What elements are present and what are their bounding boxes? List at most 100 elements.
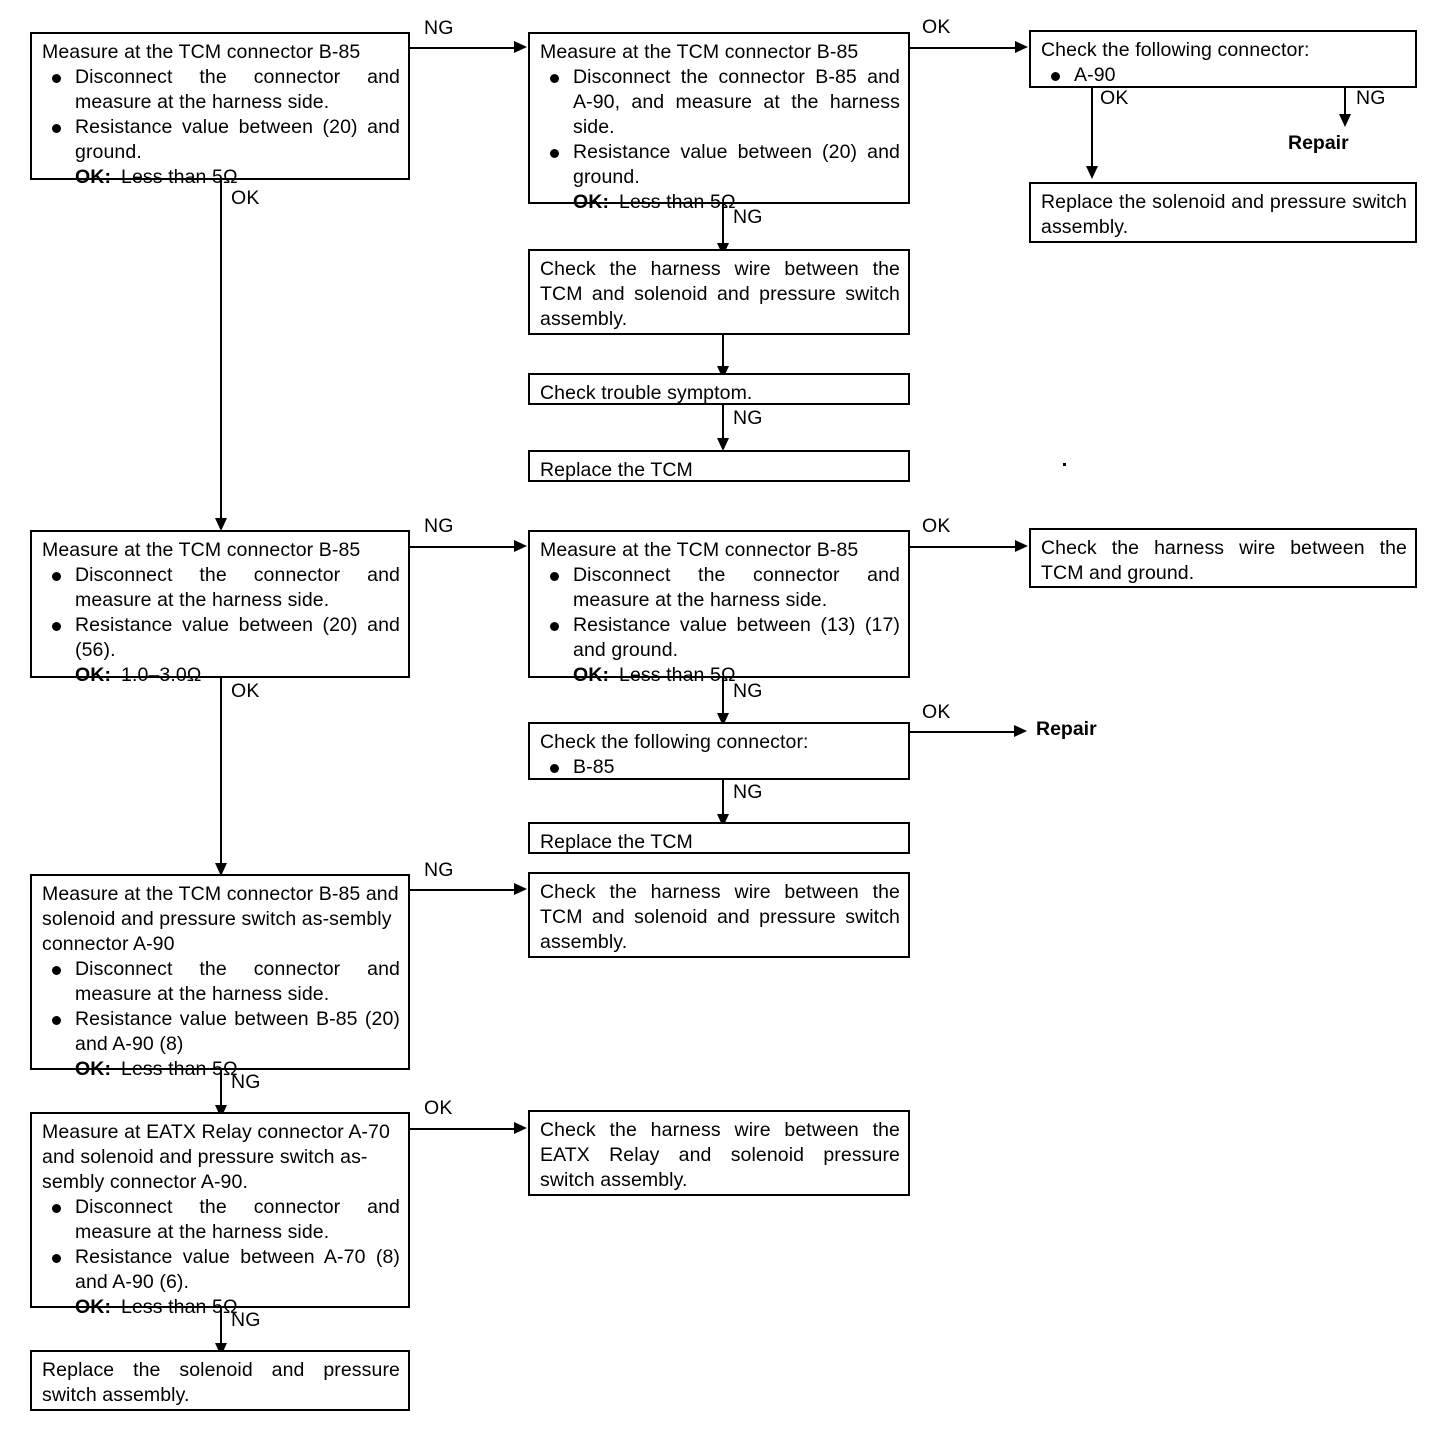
list-item: Disconnect the connector and measure at … [42, 957, 400, 1007]
connector-b13-b15 [220, 1070, 222, 1108]
action-box-check-harness-eatx-solenoid: Check the harness wire between the EATX … [528, 1110, 910, 1196]
bullet-list: Disconnect the connector B-85 and A-90, … [540, 65, 900, 190]
arrow-head [215, 863, 227, 876]
result-box-replace-tcm-2: Replace the TCM [528, 822, 910, 854]
edge-label-ok: OK [231, 187, 260, 209]
connector-b8-b13 [220, 678, 222, 866]
edge-label-ng: NG [424, 17, 454, 39]
box-text: Replace the solenoid and pressure switch… [1041, 191, 1407, 238]
step-box-measure-tcm-b85-4: Measure at the TCM connector B-85 Discon… [528, 530, 910, 686]
edge-label-ok: OK [1100, 87, 1129, 109]
ok-label: OK: [75, 664, 112, 686]
bullet-list: Disconnect the connector and measure at … [42, 563, 400, 663]
list-item: Disconnect the connector B-85 and A-90, … [540, 65, 900, 140]
connector-b1-b2 [410, 47, 515, 49]
step-box-measure-eatx-a70-a90: Measure at EATX Relay connector A-70 and… [30, 1112, 410, 1318]
list-item: Disconnect the connector and measure at … [540, 563, 900, 613]
ok-label: OK: [573, 191, 610, 213]
ok-value: Less than 5Ω [121, 1296, 238, 1318]
list-item: Resistance value between (20) and ground… [540, 140, 900, 190]
connector-b3-repair [1344, 88, 1346, 116]
bullet-list: A-90 [1041, 63, 1407, 88]
connector-b9-b10 [910, 546, 1016, 548]
step-box-measure-tcm-b85-2: Measure at the TCM connector B-85 Discon… [528, 32, 910, 213]
ok-value: Less than 5Ω [619, 664, 736, 686]
list-item: Resistance value between (20) and ground… [42, 115, 400, 165]
arrow-head [1015, 41, 1028, 53]
box-text: Replace the TCM [540, 831, 693, 853]
step-box-check-connector-a90: Check the following connector: A-90 [1029, 30, 1417, 88]
step-box-measure-tcm-b85-3: Measure at the TCM connector B-85 Discon… [30, 530, 410, 686]
box-title: Check the following connector: [1041, 39, 1310, 61]
edge-label-ng: NG [424, 859, 454, 881]
ok-label: OK: [75, 166, 112, 188]
action-box-check-harness-tcm-solenoid-1: Check the harness wire between the TCM a… [528, 249, 910, 335]
result-box-replace-tcm-1: Replace the TCM [528, 450, 910, 482]
ok-criteria: OK: 1.0–3.0Ω [42, 663, 400, 688]
box-text: Check the harness wire between the TCM a… [540, 258, 900, 330]
arrow-head [514, 540, 527, 552]
list-item: Disconnect the connector and measure at … [42, 563, 400, 613]
box-title: Measure at the TCM connector B-85 [42, 539, 361, 561]
connector-b6-b7 [722, 405, 724, 441]
terminal-repair: Repair [1036, 718, 1097, 740]
edge-label-ok: NG [231, 1071, 261, 1093]
list-item: Disconnect the connector and measure at … [42, 1195, 400, 1245]
ok-criteria: OK: Less than 5Ω [540, 663, 900, 688]
list-item: Disconnect the connector and measure at … [42, 65, 400, 115]
terminal-repair: Repair [1288, 132, 1349, 154]
ok-criteria: OK:Less than 5Ω [42, 1057, 400, 1082]
edge-label-ok: NG [231, 1309, 261, 1331]
arrow-head [514, 1122, 527, 1134]
box-title: Measure at the TCM connector B-85 [540, 539, 859, 561]
bullet-list: Disconnect the connector and measure at … [42, 65, 400, 165]
bullet-list: Disconnect the connector and measure at … [540, 563, 900, 663]
box-text: Check the harness wire between the TCM a… [1041, 537, 1407, 584]
edge-label-ok: NG [424, 515, 454, 537]
result-box-replace-solenoid-2: Replace the solenoid and pressure switch… [30, 1350, 410, 1411]
arrow-head [1086, 166, 1098, 179]
arrow-head [514, 41, 527, 53]
connector-b2-b5 [722, 204, 724, 246]
edge-label-ng: OK [922, 515, 951, 537]
ok-label: OK: [75, 1058, 112, 1080]
list-item: Resistance value between (20) and (56). [42, 613, 400, 663]
step-box-measure-tcm-b85-1: Measure at the TCM connector B-85 Discon… [30, 32, 410, 188]
bullet-list: Disconnect the connector and measure at … [42, 1195, 400, 1295]
ok-label: OK: [573, 664, 610, 686]
ok-value: Less than 5Ω [121, 166, 238, 188]
edge-label-ok: NG [733, 680, 763, 702]
list-item: A-90 [1041, 63, 1407, 88]
connector-b2-b3 [910, 47, 1016, 49]
connector-b3-b4 [1091, 88, 1093, 168]
box-text: Check the harness wire between the EATX … [540, 1119, 900, 1191]
scan-artifact [1063, 463, 1066, 466]
edge-label-ng: OK [922, 701, 951, 723]
result-box-replace-solenoid-1: Replace the solenoid and pressure switch… [1029, 182, 1417, 243]
box-text: Replace the solenoid and pressure switch… [42, 1359, 400, 1406]
box-text: Replace the TCM [540, 459, 693, 481]
box-title: Measure at the TCM connector B-85 and so… [42, 883, 399, 955]
box-title: Check the following connector: [540, 731, 809, 753]
ok-value: Less than 5Ω [619, 191, 736, 213]
edge-label-ng: OK [424, 1097, 453, 1119]
action-box-check-harness-tcm-ground: Check the harness wire between the TCM a… [1029, 528, 1417, 588]
bullet-list: B-85 [540, 755, 900, 780]
connector-b11-repair [910, 731, 1016, 733]
list-item: Resistance value between (13) (17) and g… [540, 613, 900, 663]
arrow-head [514, 883, 527, 895]
action-box-check-trouble-symptom: Check trouble symptom. [528, 373, 910, 405]
ok-criteria: OK:Less than 5Ω [42, 1295, 400, 1320]
arrow-head [1339, 114, 1351, 127]
edge-label-ok: NG [733, 781, 763, 803]
connector-b15-b17 [220, 1308, 222, 1346]
box-title: Measure at the TCM connector B-85 [42, 41, 361, 63]
connector-b13-b14 [410, 889, 515, 891]
ok-criteria: OK: Less than 5Ω [540, 190, 900, 215]
connector-b8-b9 [410, 546, 515, 548]
arrow-head [717, 438, 729, 451]
box-title: Measure at EATX Relay connector A-70 and… [42, 1121, 390, 1193]
edge-label-ng: NG [733, 407, 763, 429]
ok-value: 1.0–3.0Ω [121, 664, 202, 686]
